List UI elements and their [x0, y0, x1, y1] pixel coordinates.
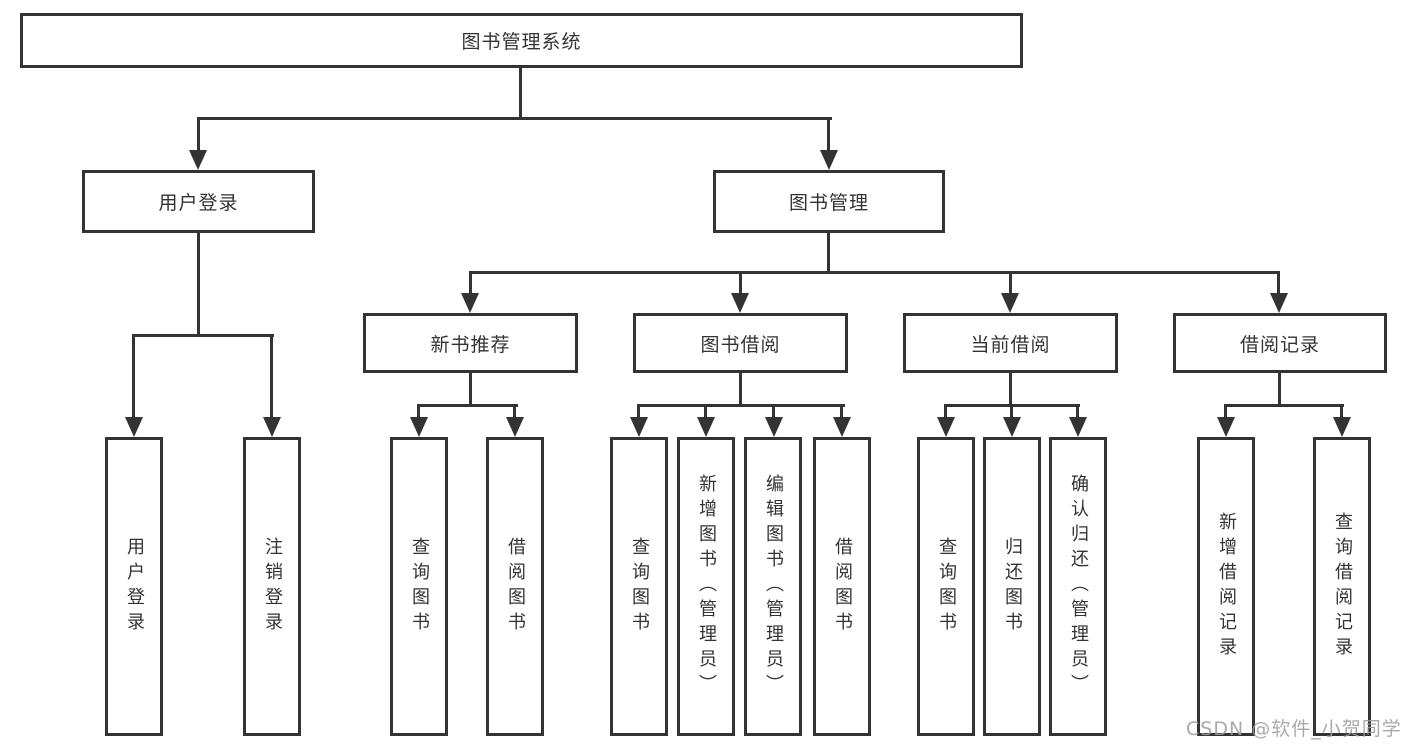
connector-drop — [704, 404, 707, 424]
leaf-add-borrow-record: 新增借阅记录 — [1197, 437, 1255, 736]
leaf-recommend-query-books: 查询图书 — [390, 437, 448, 736]
arrowhead-confirm-return-admin — [1069, 417, 1087, 437]
connector-drop-borrow-record — [1277, 271, 1280, 297]
arrowhead-add-book-admin — [697, 417, 715, 437]
connector-new-book-recommend-hline — [417, 404, 518, 407]
arrowhead-book-borrow — [731, 293, 749, 313]
arrowhead-query-borrow-record — [1333, 417, 1351, 437]
leaf-borrow-query-books: 查询图书 — [610, 437, 668, 736]
arrowhead-edit-book-admin — [765, 417, 783, 437]
connector-drop — [944, 404, 947, 424]
connector-root-hline — [197, 117, 832, 120]
arrowhead-borrow-record — [1270, 293, 1288, 313]
leaf-label: 查询借阅记录 — [1332, 511, 1353, 662]
arrowhead-new-book-recommend — [461, 293, 479, 313]
arrowhead-book-management — [820, 150, 838, 170]
connector-book-management-stub — [827, 233, 830, 274]
leaf-label: 新增图书（管理员） — [696, 474, 717, 699]
leaf-label: 借阅图书 — [832, 536, 853, 637]
node-user-login: 用户登录 — [82, 170, 315, 233]
leaf-label: 用户登录 — [124, 536, 145, 637]
connector-book-management-hline — [469, 271, 1280, 274]
leaf-borrow-books: 借阅图书 — [813, 437, 871, 736]
connector-borrow-record-stub — [1278, 373, 1281, 407]
leaf-user-login: 用户登录 — [105, 437, 163, 736]
arrowhead-current-query-books — [937, 417, 955, 437]
connector-book-borrow-stub — [739, 373, 742, 407]
connector-user-login-stub — [197, 233, 200, 337]
arrowhead-leaf-logout — [263, 417, 281, 437]
connector-drop — [417, 404, 420, 424]
leaf-label: 借阅图书 — [505, 536, 526, 637]
leaf-return-books: 归还图书 — [983, 437, 1041, 736]
connector-drop-book-borrow — [739, 271, 742, 297]
arrowhead-borrow-query-books — [630, 417, 648, 437]
connector-drop — [772, 404, 775, 424]
node-current-borrow: 当前借阅 — [903, 313, 1118, 373]
leaf-add-book-admin: 新增图书（管理员） — [677, 437, 735, 736]
connector-drop-user-login — [197, 117, 200, 155]
connector-drop — [1340, 404, 1343, 424]
connector-book-borrow-hline — [637, 404, 845, 407]
node-new-book-recommend: 新书推荐 — [363, 313, 578, 373]
arrowhead-leaf-user-login — [125, 417, 143, 437]
leaf-label: 查询图书 — [409, 536, 430, 637]
node-book-management: 图书管理 — [713, 170, 945, 233]
connector-drop — [1010, 404, 1013, 424]
leaf-label: 归还图书 — [1002, 536, 1023, 637]
connector-new-book-recommend-stub — [469, 373, 472, 407]
leaf-label: 编辑图书（管理员） — [763, 474, 784, 699]
arrowhead-recommend-borrow-books — [506, 417, 524, 437]
node-library-system: 图书管理系统 — [20, 13, 1023, 68]
node-book-borrow: 图书借阅 — [633, 313, 848, 373]
leaf-label: 新增借阅记录 — [1216, 511, 1237, 662]
leaf-label: 确认归还（管理员） — [1068, 474, 1089, 699]
node-borrow-record: 借阅记录 — [1173, 313, 1387, 373]
arrowhead-return-books — [1003, 417, 1021, 437]
connector-drop-leaf-user-login — [132, 334, 135, 422]
leaf-edit-book-admin: 编辑图书（管理员） — [744, 437, 802, 736]
connector-drop — [1224, 404, 1227, 424]
connector-drop — [1076, 404, 1079, 424]
arrowhead-add-borrow-record — [1217, 417, 1235, 437]
connector-drop — [637, 404, 640, 424]
leaf-label: 查询图书 — [936, 536, 957, 637]
connector-borrow-record-hline — [1224, 404, 1344, 407]
leaf-query-borrow-record: 查询借阅记录 — [1313, 437, 1371, 736]
connector-current-borrow-stub — [1009, 373, 1012, 407]
connector-drop-leaf-logout — [270, 334, 273, 422]
connector-user-login-hline — [132, 334, 274, 337]
leaf-logout: 注销登录 — [243, 437, 301, 736]
connector-drop-new-book-recommend — [469, 271, 472, 297]
arrowhead-recommend-query-books — [410, 417, 428, 437]
arrowhead-user-login — [189, 150, 207, 170]
leaf-label: 查询图书 — [629, 536, 650, 637]
arrowhead-borrow-books — [833, 417, 851, 437]
connector-drop — [513, 404, 516, 424]
leaf-current-query-books: 查询图书 — [917, 437, 975, 736]
connector-root-stub — [519, 68, 522, 119]
connector-drop-current-borrow — [1009, 271, 1012, 297]
connector-drop — [840, 404, 843, 424]
leaf-recommend-borrow-books: 借阅图书 — [486, 437, 544, 736]
leaf-confirm-return-admin: 确认归还（管理员） — [1049, 437, 1107, 736]
arrowhead-current-borrow — [1001, 293, 1019, 313]
connector-drop-book-management — [827, 117, 830, 155]
csdn-watermark: CSDN @软件_小贺同学 — [1186, 718, 1402, 740]
leaf-label: 注销登录 — [262, 536, 283, 637]
